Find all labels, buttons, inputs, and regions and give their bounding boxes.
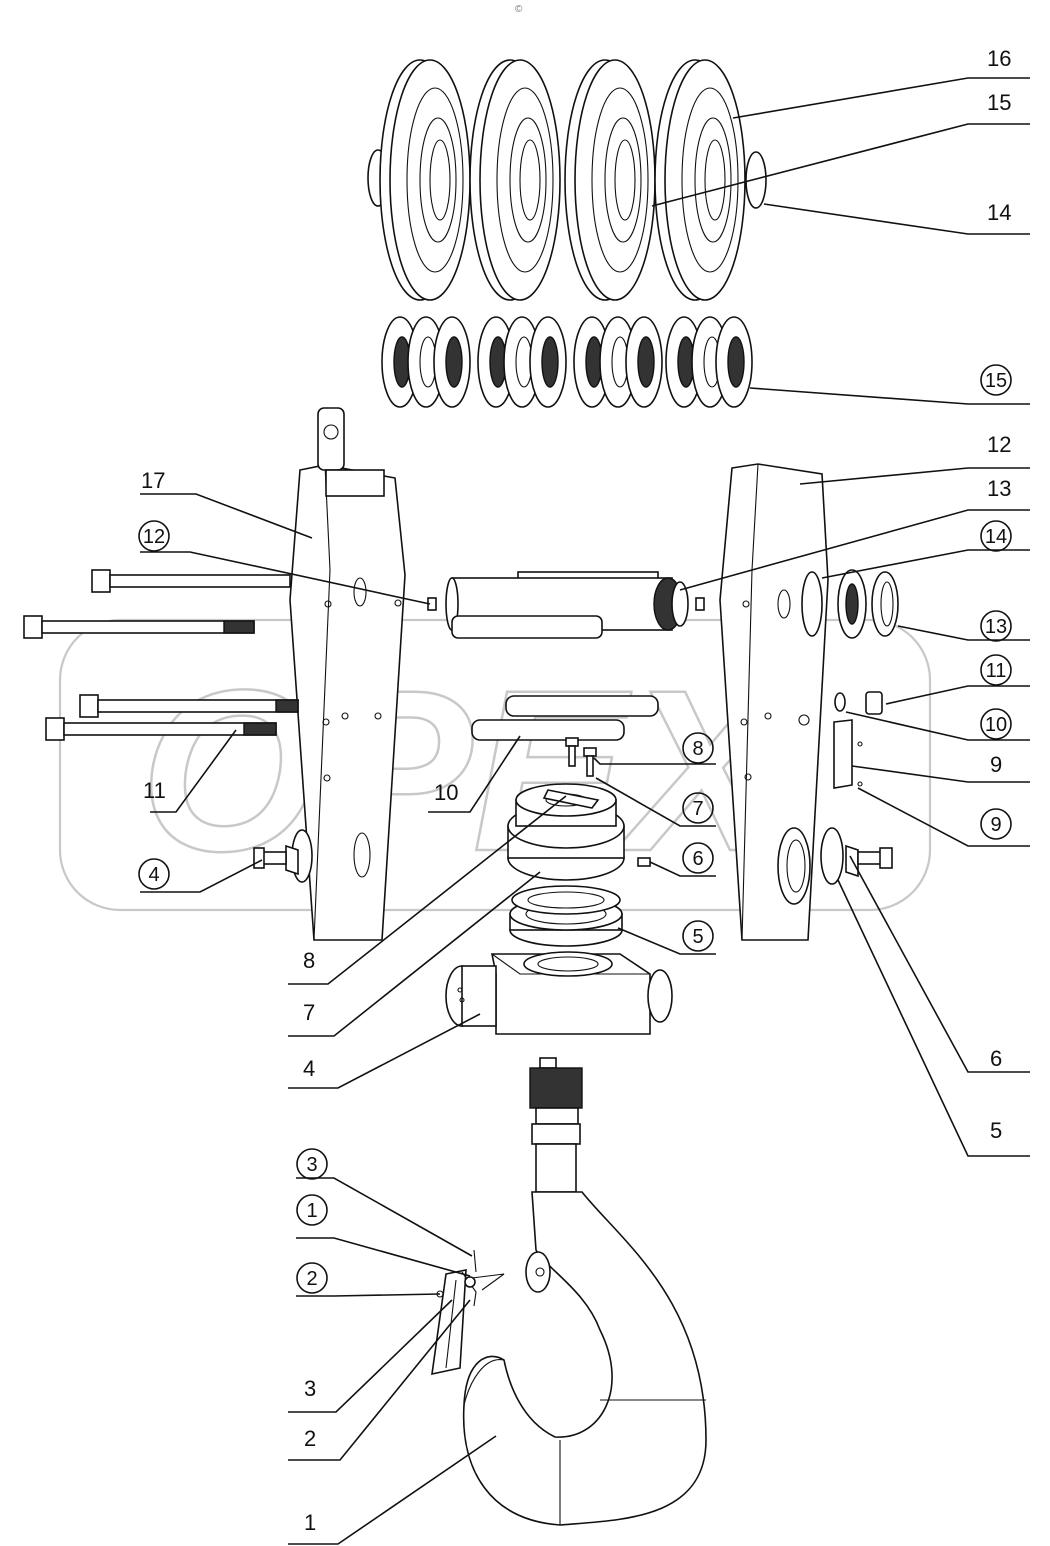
hook-crosshead [445, 951, 673, 1035]
callout-8-circled: 8 [682, 732, 714, 764]
thrust-bearing [509, 885, 623, 947]
nut-right [865, 691, 883, 715]
callout-9-circled: 9 [980, 808, 1012, 840]
svg-text:1: 1 [306, 1200, 317, 1222]
callout-1-circled: 1 [296, 1194, 328, 1226]
bearing-row [381, 316, 753, 408]
callout-2-circled: 2 [296, 1262, 328, 1294]
callout-labels: 16 15 14 15 12 13 14 13 11 10 9 9 17 [138, 46, 1012, 1535]
sheave-4 [654, 59, 746, 301]
bolt-head-4 [45, 717, 65, 741]
crane-hook [462, 1057, 707, 1526]
svg-text:10: 10 [985, 714, 1007, 736]
callout-5-circled: 5 [682, 920, 714, 952]
right-side-hardware [801, 569, 899, 885]
retaining-ring [801, 571, 823, 637]
end-cap [820, 827, 844, 885]
callout-11-circled: 11 [980, 654, 1012, 686]
bearing-pair-4 [665, 316, 753, 408]
svg-text:15: 15 [985, 370, 1007, 392]
long-bolts [23, 569, 299, 741]
callout-15: 15 [987, 90, 1011, 115]
callout-15-circled: 15 [980, 364, 1012, 396]
left-side-plate [289, 407, 406, 941]
bearing-pair-3 [573, 316, 663, 408]
trunnion-right [647, 969, 673, 1023]
callout-7: 7 [303, 1000, 315, 1025]
center-axle [427, 571, 705, 639]
svg-text:4: 4 [148, 864, 159, 886]
callout-3-circled: 3 [296, 1148, 328, 1180]
callout-6: 6 [990, 1046, 1002, 1071]
callout-9: 9 [990, 752, 1002, 777]
svg-text:13: 13 [985, 616, 1007, 638]
callout-17: 17 [141, 468, 165, 493]
callout-10: 10 [434, 780, 458, 805]
lock-plate [833, 719, 853, 789]
tie-pins [471, 695, 659, 741]
svg-text:2: 2 [306, 1268, 317, 1290]
callout-6-circled: 6 [682, 842, 714, 874]
svg-text:3: 3 [306, 1154, 317, 1176]
right-side-plate [719, 463, 829, 941]
callout-16: 16 [987, 46, 1011, 71]
callout-14: 14 [987, 200, 1011, 225]
callout-1: 1 [304, 1510, 316, 1535]
callout-12: 12 [987, 432, 1011, 457]
svg-text:8: 8 [692, 738, 703, 760]
bolt-head-1 [91, 569, 111, 593]
lock-plate-center [542, 789, 600, 809]
grease-fitting-right [695, 597, 705, 611]
callout-13-circled: 13 [980, 610, 1012, 642]
svg-text:11: 11 [986, 660, 1007, 682]
sheave-3 [564, 59, 656, 301]
callout-3: 3 [304, 1376, 316, 1401]
svg-text:6: 6 [692, 848, 703, 870]
grease-nipple-center [637, 857, 651, 867]
callout-4-circled: 4 [138, 858, 170, 890]
sheave-1 [379, 59, 471, 301]
callout-10-circled: 10 [980, 708, 1012, 740]
callout-13: 13 [987, 476, 1011, 501]
callout-12-circled: 12 [138, 520, 170, 552]
svg-text:14: 14 [985, 526, 1007, 548]
svg-text:9: 9 [990, 814, 1001, 836]
bearing-pair-2 [477, 316, 567, 408]
svg-text:5: 5 [692, 926, 703, 948]
bolt-head-2 [23, 615, 43, 639]
washer-right [834, 692, 846, 712]
lug-bracket [325, 469, 385, 497]
top-mark: © [515, 4, 523, 15]
svg-text:7: 7 [692, 798, 703, 820]
crosshead-block [507, 783, 651, 881]
leader-lines [140, 77, 1030, 1545]
callout-11: 11 [143, 778, 166, 803]
bolt-head-3 [79, 694, 99, 718]
safety-latch [431, 1249, 505, 1376]
callout-4: 4 [303, 1056, 315, 1081]
sheave-spacer-ring [745, 151, 767, 209]
bearing-pair-1 [381, 316, 471, 408]
callout-8: 8 [303, 948, 315, 973]
small-bolts [565, 737, 597, 777]
seal-ring [871, 571, 899, 637]
svg-text:12: 12 [143, 526, 165, 548]
callout-7-circled: 7 [682, 792, 714, 824]
callout-14-circled: 14 [980, 520, 1012, 552]
sheave-2 [469, 59, 561, 301]
sheave-stack [367, 59, 767, 301]
left-side-bolt [253, 829, 313, 883]
callout-5: 5 [990, 1118, 1002, 1143]
hook-latch-pivot [525, 1251, 551, 1293]
callout-2: 2 [304, 1426, 316, 1451]
